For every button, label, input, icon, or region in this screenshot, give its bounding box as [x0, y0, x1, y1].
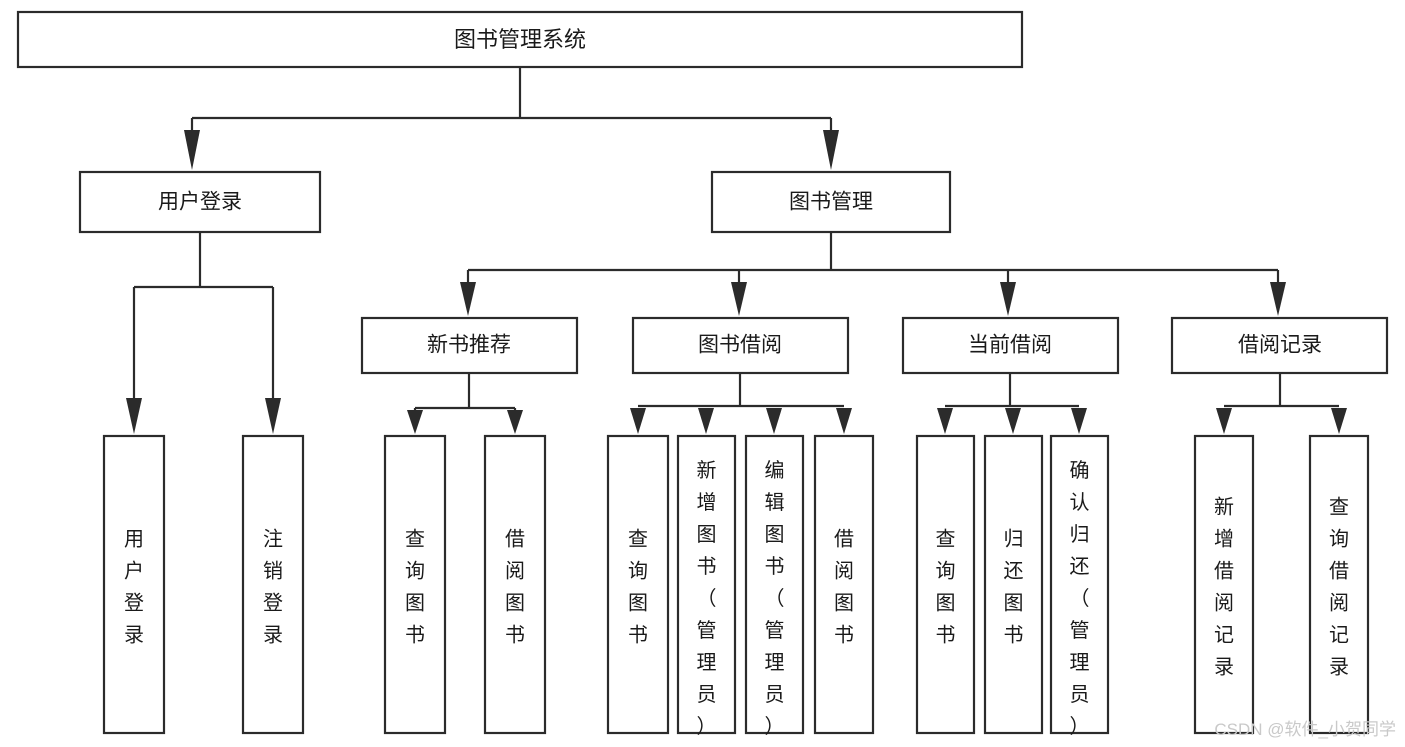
- node-leaf-user-login-box[interactable]: [102, 434, 166, 735]
- node-current-borrow[interactable]: 当前借阅: [901, 316, 1120, 375]
- node-leaf-confirm-return-label: 确认归还（管理员）: [1070, 459, 1090, 738]
- node-leaf-borrow-book-2-label: 借阅图书: [834, 527, 854, 646]
- node-leaf-add-record-label: 新增借阅记录: [1214, 495, 1234, 678]
- node-book-management-label: 图书管理: [789, 191, 873, 214]
- arrow-head-borrow-record: [1270, 282, 1286, 316]
- watermark-label: CSDN @软件_小贺同学: [1214, 720, 1396, 739]
- node-user-login-box[interactable]: [78, 170, 322, 234]
- node-leaf-borrow-book-2[interactable]: 借阅图书: [813, 434, 875, 735]
- node-leaf-query-book-2-box[interactable]: [606, 434, 670, 735]
- node-book-management-box[interactable]: [710, 170, 952, 234]
- arrow-head-book-management: [823, 130, 839, 170]
- arrow-head-leaf-edit-book: [766, 408, 782, 434]
- node-leaf-query-book-3-label: 查询图书: [936, 527, 956, 646]
- node-borrow-record[interactable]: 借阅记录: [1170, 316, 1389, 375]
- node-leaf-borrow-book-2-box[interactable]: [813, 434, 875, 735]
- node-book-management[interactable]: 图书管理: [710, 170, 952, 234]
- node-leaf-return-book-box[interactable]: [983, 434, 1044, 735]
- node-book-borrow-box[interactable]: [631, 316, 850, 375]
- node-leaf-query-record-box[interactable]: [1308, 434, 1370, 735]
- node-leaf-query-record-label: 查询借阅记录: [1329, 495, 1349, 678]
- node-leaf-logout-box[interactable]: [241, 434, 305, 735]
- node-leaf-query-record[interactable]: 查询借阅记录: [1308, 434, 1370, 735]
- node-leaf-confirm-return-box[interactable]: [1049, 434, 1110, 735]
- node-leaf-user-login[interactable]: 用户登录: [102, 434, 166, 735]
- leaf-node-layer: 用户登录 注销登录 查询图书 借阅图书 查询图书 新增图书（管理员） 编辑图书（管理员） 借阅…: [102, 434, 1370, 738]
- node-leaf-query-book-1[interactable]: 查询图书: [383, 434, 447, 735]
- arrow-head-leaf-query-book-2: [630, 408, 646, 434]
- node-leaf-logout[interactable]: 注销登录: [241, 434, 305, 735]
- node-borrow-record-box[interactable]: [1170, 316, 1389, 375]
- node-root[interactable]: 图书管理系统: [16, 10, 1024, 69]
- node-current-borrow-label: 当前借阅: [968, 334, 1052, 357]
- node-leaf-query-book-1-box[interactable]: [383, 434, 447, 735]
- node-leaf-add-book-label: 新增图书（管理员）: [697, 459, 717, 738]
- node-current-borrow-box[interactable]: [901, 316, 1120, 375]
- node-user-login-label: 用户登录: [158, 191, 242, 214]
- arrow-head-leaf-query-book-1: [407, 410, 423, 434]
- arrow-head-new-book-recommend: [460, 282, 476, 316]
- arrow-head-leaf-query-record: [1331, 408, 1347, 434]
- arrow-head-book-borrow: [731, 282, 747, 316]
- node-leaf-confirm-return[interactable]: 确认归还（管理员）: [1049, 434, 1110, 738]
- arrow-head-leaf-return-book: [1005, 408, 1021, 434]
- node-book-borrow[interactable]: 图书借阅: [631, 316, 850, 375]
- node-leaf-add-book[interactable]: 新增图书（管理员）: [676, 434, 737, 738]
- node-leaf-query-book-1-label: 查询图书: [405, 527, 425, 646]
- arrow-head-leaf-add-record: [1216, 408, 1232, 434]
- node-leaf-return-book[interactable]: 归还图书: [983, 434, 1044, 735]
- node-leaf-add-record[interactable]: 新增借阅记录: [1193, 434, 1255, 735]
- node-leaf-user-login-label: 用户登录: [124, 528, 144, 646]
- arrow-head-leaf-query-book-3: [937, 408, 953, 434]
- node-leaf-edit-book-label: 编辑图书（管理员）: [765, 459, 785, 738]
- node-leaf-return-book-label: 归还图书: [1004, 527, 1024, 646]
- node-new-book-recommend-label: 新书推荐: [427, 334, 511, 357]
- node-new-book-recommend-box[interactable]: [360, 316, 579, 375]
- node-leaf-edit-book[interactable]: 编辑图书（管理员）: [744, 434, 805, 738]
- node-book-borrow-label: 图书借阅: [698, 334, 782, 357]
- node-user-login[interactable]: 用户登录: [78, 170, 322, 234]
- node-leaf-add-record-box[interactable]: [1193, 434, 1255, 735]
- arrow-head-leaf-borrow-book-2: [836, 408, 852, 434]
- node-leaf-add-book-box[interactable]: [676, 434, 737, 735]
- node-leaf-query-book-2[interactable]: 查询图书: [606, 434, 670, 735]
- connector-layer: [126, 67, 1347, 434]
- node-borrow-record-label: 借阅记录: [1238, 334, 1322, 357]
- arrow-head-leaf-user-login: [126, 398, 142, 434]
- node-leaf-borrow-book-1-label: 借阅图书: [505, 527, 525, 646]
- arrow-head-leaf-confirm-return: [1071, 408, 1087, 434]
- node-leaf-query-book-2-label: 查询图书: [628, 527, 648, 646]
- node-leaf-borrow-book-1-box[interactable]: [483, 434, 547, 735]
- node-leaf-borrow-book-1[interactable]: 借阅图书: [483, 434, 547, 735]
- arrow-head-current-borrow: [1000, 282, 1016, 316]
- arrow-head-leaf-add-book: [698, 408, 714, 434]
- node-root-label: 图书管理系统: [454, 27, 586, 52]
- node-leaf-query-book-3-box[interactable]: [915, 434, 976, 735]
- arrow-head-leaf-borrow-book-1: [507, 410, 523, 434]
- arrow-head-user-login: [184, 130, 200, 170]
- node-leaf-logout-label: 注销登录: [263, 527, 283, 646]
- node-root-box[interactable]: [16, 10, 1024, 69]
- node-leaf-query-book-3[interactable]: 查询图书: [915, 434, 976, 735]
- node-leaf-edit-book-box[interactable]: [744, 434, 805, 735]
- arrow-head-leaf-logout: [265, 398, 281, 434]
- node-new-book-recommend[interactable]: 新书推荐: [360, 316, 579, 375]
